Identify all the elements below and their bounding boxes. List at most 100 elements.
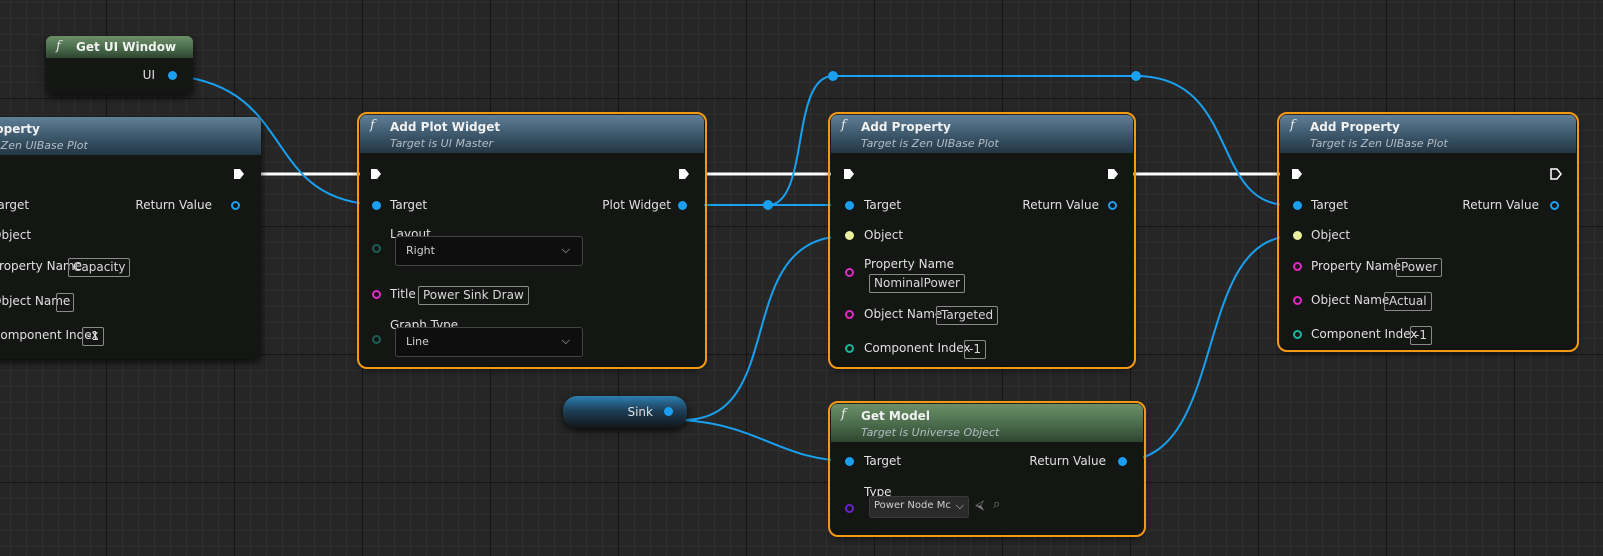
pin-component-index[interactable] (1293, 330, 1302, 339)
node-title: Add Property (861, 120, 951, 134)
use-selected-icon[interactable]: ⮘ (975, 498, 985, 513)
node-sink-variable[interactable]: Sink (563, 396, 687, 428)
object-name-input[interactable]: Actual (1384, 292, 1432, 311)
function-icon: f (370, 118, 375, 133)
reroute-node-3[interactable] (1131, 71, 1141, 81)
node-subtitle: Target is Zen UIBase Plot (861, 137, 999, 150)
pin-label-object: Object (0, 228, 32, 242)
pin-return-value[interactable] (1550, 201, 1559, 210)
wire-sink-to-mid-object (682, 235, 846, 421)
pin-label-return-value: Return Value (1462, 198, 1539, 212)
node-title: Add Property (1310, 120, 1400, 134)
variable-label-sink: Sink (627, 405, 653, 419)
chevron-down-icon: ⌵ (561, 334, 570, 347)
node-header: f Add Property Target is Zen UIBase Plot (0, 117, 261, 155)
node-subtitle: Target is Zen UIBase Plot (1310, 137, 1448, 150)
node-get-ui-window[interactable]: f Get UI Window UI (46, 36, 193, 94)
type-class-value: Power Node Mc (874, 500, 951, 511)
pin-property-name[interactable] (1293, 262, 1302, 271)
pin-label-object-name: Object Name (864, 307, 943, 321)
exec-out-pin[interactable] (1550, 168, 1562, 180)
pin-label-object: Object (864, 228, 904, 242)
pin-label-return-value: Return Value (135, 198, 212, 212)
search-icon[interactable]: ⌕ (993, 497, 1001, 512)
node-add-property-left[interactable]: f Add Property Target is Zen UIBase Plot… (0, 117, 261, 359)
pin-sink-output[interactable] (664, 407, 673, 416)
pin-label-component-index: Component Index (1311, 327, 1418, 341)
node-header: f Get Model Target is Universe Object (831, 404, 1143, 442)
pin-target[interactable] (372, 201, 381, 210)
pin-target[interactable] (845, 201, 854, 210)
exec-in-pin[interactable] (370, 168, 382, 180)
pin-label-object: Object (1311, 228, 1351, 242)
pin-label-component-index: Component Index (864, 341, 971, 355)
node-title: Get Model (861, 409, 930, 423)
layout-dropdown-value: Right (406, 244, 435, 257)
pin-ui-output[interactable] (168, 71, 177, 80)
pin-return-value[interactable] (231, 201, 240, 210)
title-input[interactable]: Power Sink Draw (418, 286, 529, 305)
pin-label-type: Type (864, 485, 892, 499)
component-index-input[interactable]: -1 (964, 340, 986, 359)
type-class-dropdown[interactable]: Power Node Mc ⌵ (869, 496, 969, 518)
wire-model-to-right-object (1120, 235, 1295, 462)
object-name-input[interactable] (56, 293, 74, 312)
property-name-input[interactable]: NominalPower (869, 274, 965, 293)
node-add-plot-widget[interactable]: f Add Plot Widget Target is UI Master Ta… (357, 112, 707, 369)
node-title: Get UI Window (76, 40, 177, 54)
pin-label-target: Target (390, 198, 428, 212)
pin-object[interactable] (845, 231, 854, 240)
node-subtitle: Target is UI Master (390, 137, 494, 150)
pin-return-value[interactable] (1118, 457, 1127, 466)
function-icon: f (56, 39, 61, 54)
pin-component-index[interactable] (845, 344, 854, 353)
exec-out-pin[interactable] (678, 168, 690, 180)
pin-label-return-value: Return Value (1029, 454, 1106, 468)
node-header: f Add Property Target is Zen UIBase Plot (1280, 115, 1576, 153)
pin-title[interactable] (372, 290, 381, 299)
exec-in-pin[interactable] (1291, 168, 1303, 180)
object-name-input[interactable]: Targeted (936, 306, 999, 325)
pin-label-ui: UI (142, 68, 155, 82)
pin-type[interactable] (845, 504, 854, 513)
wire-ui-to-target (177, 75, 386, 206)
property-name-input[interactable]: Power (1396, 258, 1443, 277)
function-icon: f (1290, 118, 1295, 133)
pin-label-target: Target (1311, 198, 1349, 212)
property-name-input[interactable]: Capacity (68, 258, 131, 277)
pin-layout[interactable] (372, 244, 381, 253)
graph-type-dropdown[interactable]: Line ⌵ (395, 327, 583, 357)
node-header: f Get UI Window (46, 36, 193, 58)
pin-object-name[interactable] (845, 310, 854, 319)
pin-label-object-name: Object Name (1311, 293, 1390, 307)
component-index-input[interactable]: -1 (82, 327, 104, 346)
pin-label-title: Title (390, 287, 416, 301)
pin-target[interactable] (1293, 201, 1302, 210)
pin-label-property-name: Property Name (1311, 259, 1401, 273)
exec-in-pin[interactable] (843, 168, 855, 180)
node-title: Add Plot Widget (390, 120, 501, 134)
chevron-down-icon: ⌵ (955, 499, 964, 512)
pin-label-target: Target (864, 198, 902, 212)
pin-label-plot-widget: Plot Widget (602, 198, 671, 212)
pin-property-name[interactable] (845, 268, 854, 277)
pin-object-name[interactable] (1293, 296, 1302, 305)
node-get-model[interactable]: f Get Model Target is Universe Object Ta… (828, 401, 1146, 537)
pin-graph-type[interactable] (372, 335, 381, 344)
reroute-node-2[interactable] (828, 71, 838, 81)
node-add-property-mid[interactable]: f Add Property Target is Zen UIBase Plot… (828, 112, 1136, 369)
node-subtitle: Target is Zen UIBase Plot (0, 139, 88, 152)
exec-out-pin[interactable] (233, 168, 245, 180)
pin-target[interactable] (845, 457, 854, 466)
pin-label-return-value: Return Value (1022, 198, 1099, 212)
layout-dropdown[interactable]: Right ⌵ (395, 236, 583, 266)
exec-out-pin[interactable] (1107, 168, 1119, 180)
component-index-input[interactable]: -1 (1410, 326, 1432, 345)
pin-plot-widget-output[interactable] (678, 201, 687, 210)
reroute-node-1[interactable] (763, 200, 773, 210)
node-add-property-right[interactable]: f Add Property Target is Zen UIBase Plot… (1277, 112, 1579, 352)
pin-return-value[interactable] (1108, 201, 1117, 210)
node-header: f Add Property Target is Zen UIBase Plot (831, 115, 1133, 153)
pin-object[interactable] (1293, 231, 1302, 240)
